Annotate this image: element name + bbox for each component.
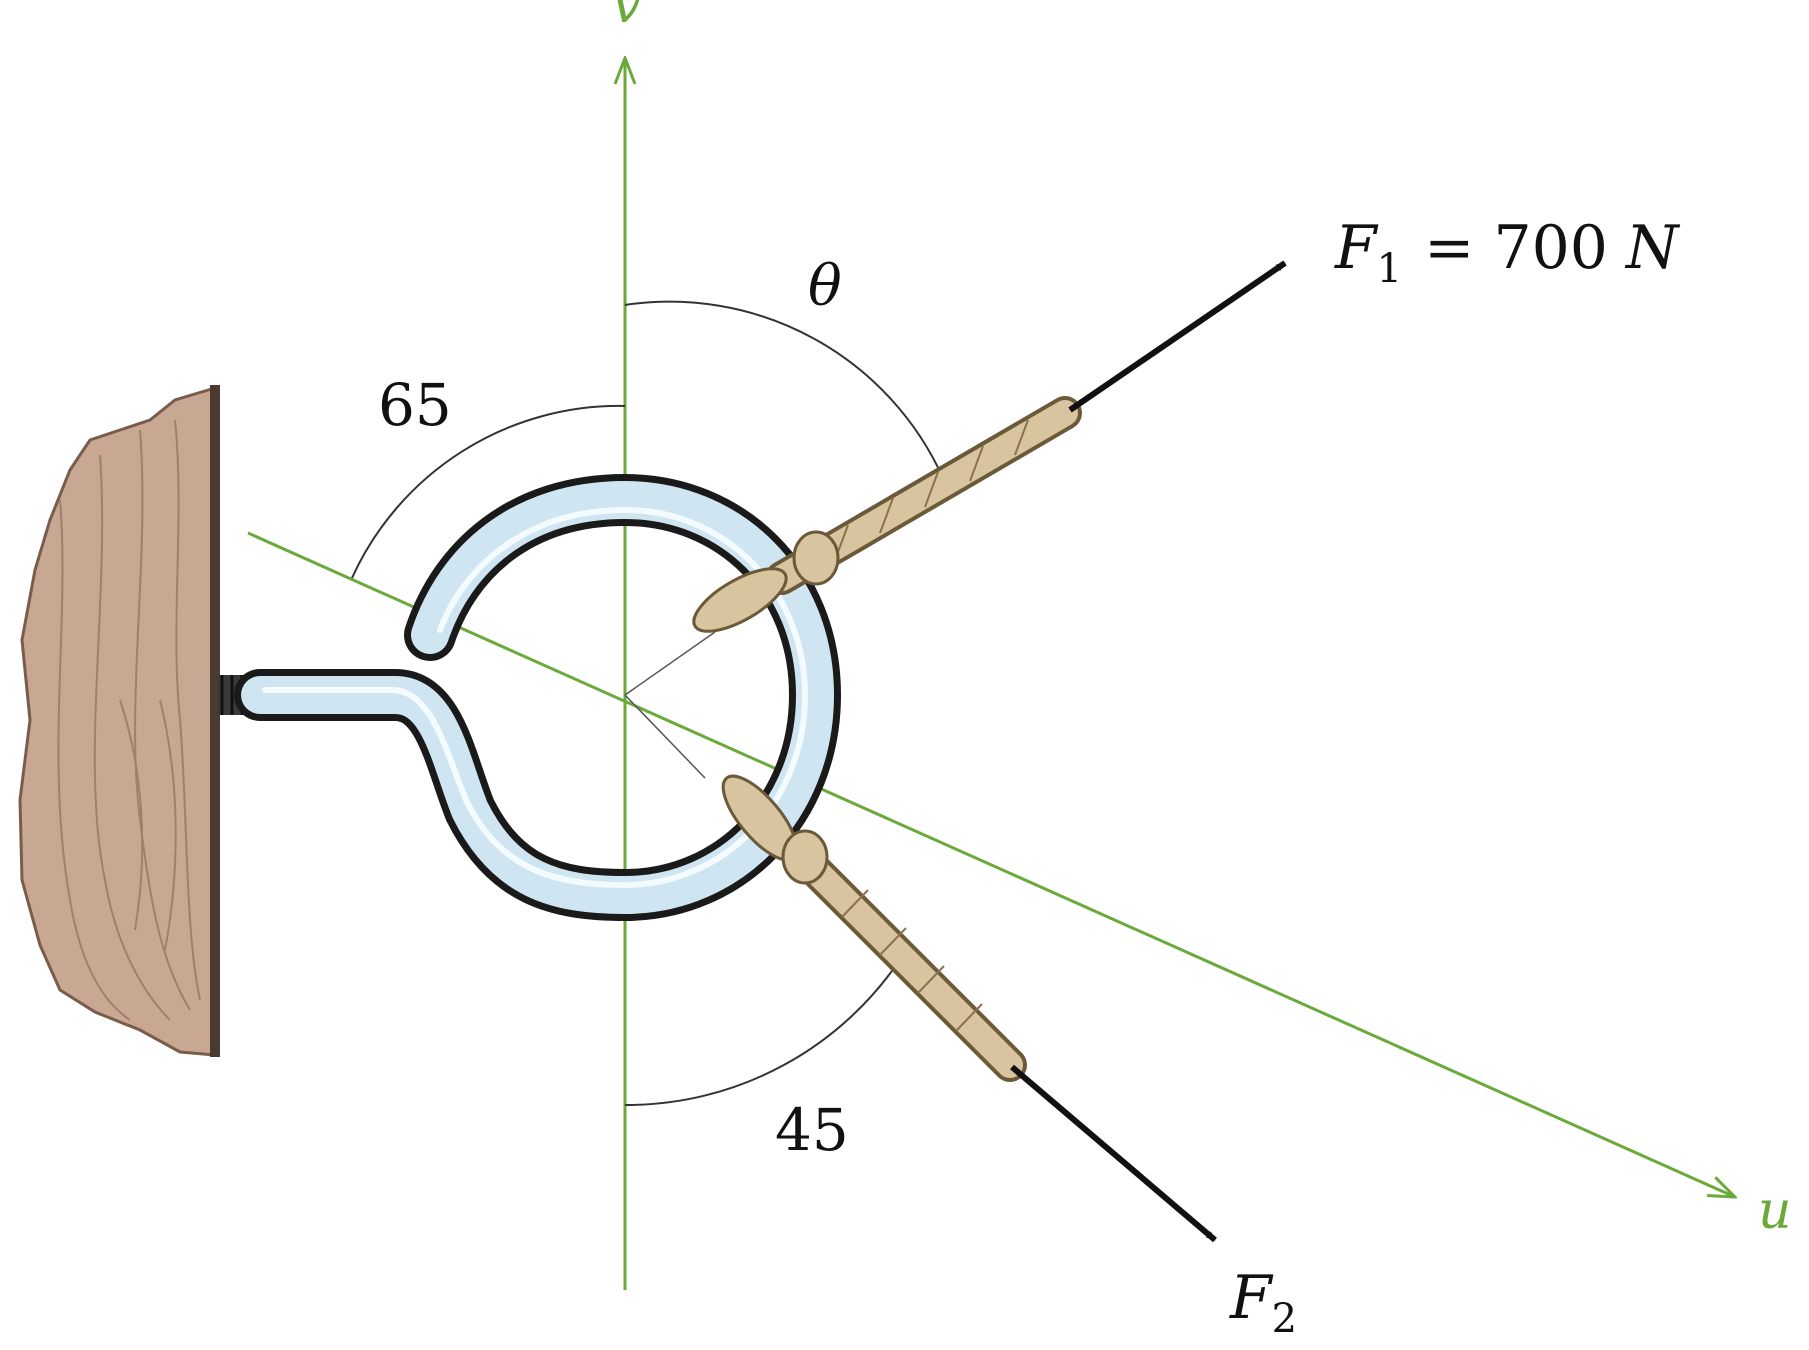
f1-unit: N [1624, 213, 1681, 283]
u-axis-line [247, 531, 1735, 1197]
f2-symbol: F [1229, 1263, 1274, 1333]
rope-f2 [721, 774, 1027, 1082]
angle-arc-45 [624, 954, 904, 1107]
f1-value: = 700 [1424, 213, 1608, 283]
angle-arc-65 [351, 404, 626, 579]
u-axis-label: u [1758, 1181, 1792, 1241]
angle-65-label: 65 [378, 371, 452, 439]
theta-label: θ [808, 254, 842, 319]
eye-hook [218, 474, 841, 921]
angle-arc-theta [624, 300, 944, 479]
f1-symbol: F [1334, 213, 1379, 283]
force-arrow-f2 [1010, 1064, 1217, 1243]
construction-line-lower [624, 694, 706, 779]
angle-45-label: 45 [775, 1096, 849, 1164]
f2-label: F2 [1229, 1263, 1297, 1342]
f2-subscript: 2 [1272, 1296, 1297, 1342]
rope-f1 [692, 396, 1082, 633]
wood-wall [18, 385, 220, 1057]
f1-subscript: 1 [1377, 246, 1402, 292]
v-axis-label: v [612, 0, 641, 35]
force-arrow-f1 [1068, 260, 1287, 413]
construction-line-upper [624, 631, 716, 696]
